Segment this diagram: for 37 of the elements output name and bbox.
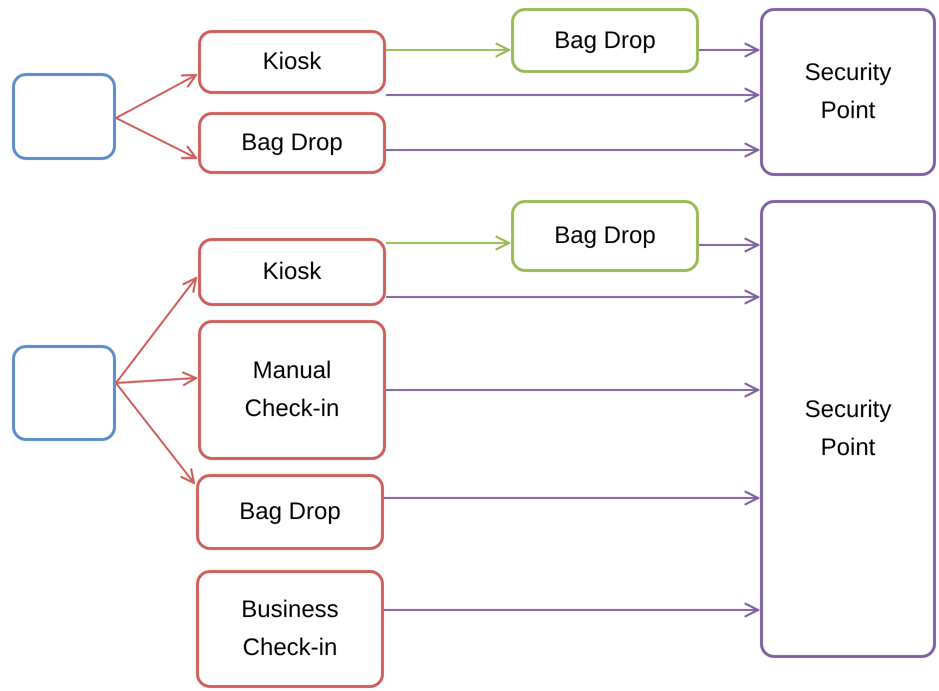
node-label: Security Point <box>804 58 892 126</box>
arrow <box>386 142 760 158</box>
counter-box <box>196 474 384 550</box>
arrow <box>384 602 760 618</box>
node-label: Manual Check-in <box>244 356 340 424</box>
counter-box <box>198 112 386 174</box>
destination-box <box>760 200 936 658</box>
arrow <box>699 42 760 58</box>
arrow <box>116 74 198 119</box>
arrow <box>386 289 760 305</box>
arrow <box>386 87 760 103</box>
arrow <box>386 42 510 58</box>
node-label: Bag Drop <box>554 221 656 251</box>
step-box <box>511 200 699 272</box>
arrow <box>386 382 760 398</box>
source-box <box>12 345 116 441</box>
arrow <box>116 371 198 387</box>
counter-box <box>196 570 384 688</box>
arrow <box>384 490 760 506</box>
node-label: Bag Drop <box>241 128 343 158</box>
destination-box <box>760 8 936 176</box>
counter-box <box>198 320 386 460</box>
counter-box <box>198 30 386 94</box>
source-box <box>12 73 116 160</box>
node-label: Kiosk <box>262 47 322 77</box>
node-label: Bag Drop <box>554 26 656 56</box>
node-label: Bag Drop <box>239 497 341 527</box>
arrow <box>386 235 510 251</box>
arrow <box>115 276 198 384</box>
node-label: Kiosk <box>262 257 322 287</box>
arrow <box>699 237 760 253</box>
step-box <box>511 8 699 73</box>
node-label: Business Check-in <box>240 595 340 663</box>
arrow <box>116 117 198 160</box>
node-label: Security Point <box>804 395 892 463</box>
counter-box <box>198 238 386 306</box>
arrow <box>115 382 196 484</box>
